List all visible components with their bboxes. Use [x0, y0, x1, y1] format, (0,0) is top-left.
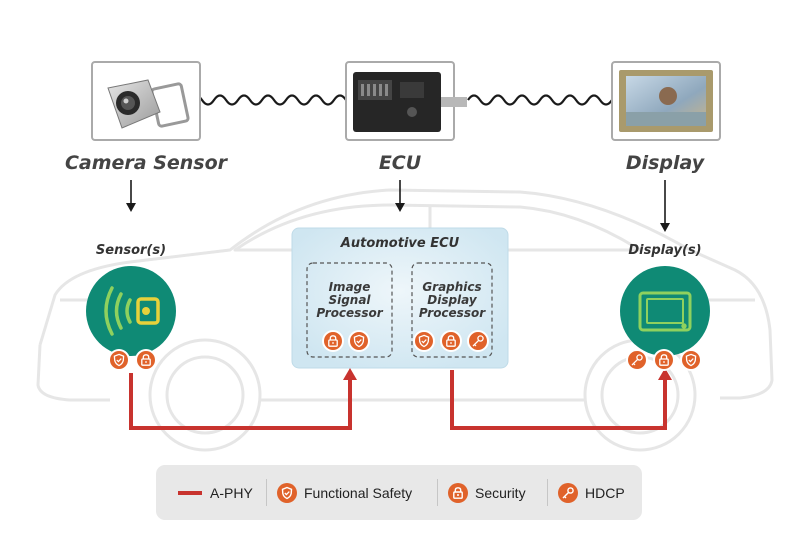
camera-photo-icon: [91, 61, 201, 141]
legend: A-PHY Functional Safety Security HDCP: [156, 465, 642, 520]
key-icon: [558, 482, 578, 503]
cable-ecu-display: [467, 94, 613, 106]
isp-box: [306, 262, 393, 358]
sensor-node: [86, 266, 176, 356]
shield-icon: [680, 349, 702, 371]
lock-icon: [653, 349, 675, 371]
legend-item-security: Security: [448, 465, 526, 520]
ecu-photo-icon: [345, 61, 467, 141]
lock-icon: [448, 482, 468, 503]
automotive-ecu-title: Automotive ECU: [340, 236, 460, 251]
aphy-link-gdp-display: [450, 368, 672, 430]
key-icon: [626, 349, 648, 371]
legend-item-hdcp: HDCP: [558, 465, 625, 520]
legend-security-label: Security: [475, 484, 526, 501]
legend-divider: [547, 479, 548, 506]
cable-camera-ecu: [189, 94, 359, 106]
display-label: Display: [625, 152, 705, 174]
isp-label: Image Signal Processor: [316, 280, 383, 320]
arrow-ecu-down: [395, 180, 405, 212]
lock-icon: [322, 330, 344, 352]
shield-icon: [277, 482, 297, 503]
ecu-label: ECU: [378, 152, 422, 174]
legend-divider: [266, 479, 267, 506]
display-photo-icon: [611, 61, 721, 141]
key-icon: [467, 330, 489, 352]
aphy-link-sensor-isp: [129, 368, 357, 430]
legend-divider: [437, 479, 438, 506]
displays-label: Display(s): [628, 243, 702, 258]
legend-hdcp-label: HDCP: [585, 484, 625, 501]
legend-item-aphy: A-PHY: [178, 465, 253, 520]
aphy-line-icon: [178, 490, 202, 495]
arrow-display-down: [660, 180, 670, 232]
legend-safety-label: Functional Safety: [304, 484, 413, 501]
lock-icon: [440, 330, 462, 352]
sensors-label: Sensor(s): [95, 243, 167, 258]
sensor-waves-icon: [104, 286, 160, 336]
gdp-label: Graphics Display Processor: [418, 280, 486, 320]
legend-aphy-label: A-PHY: [210, 484, 253, 501]
arrow-camera-down: [126, 180, 136, 212]
shield-icon: [348, 330, 370, 352]
shield-icon: [108, 349, 130, 371]
legend-item-safety: Functional Safety: [277, 465, 412, 520]
lock-icon: [135, 349, 157, 371]
screen-icon: [638, 291, 692, 332]
display-node: [620, 266, 710, 356]
camera-sensor-label: Camera Sensor: [64, 152, 228, 174]
shield-icon: [413, 330, 435, 352]
